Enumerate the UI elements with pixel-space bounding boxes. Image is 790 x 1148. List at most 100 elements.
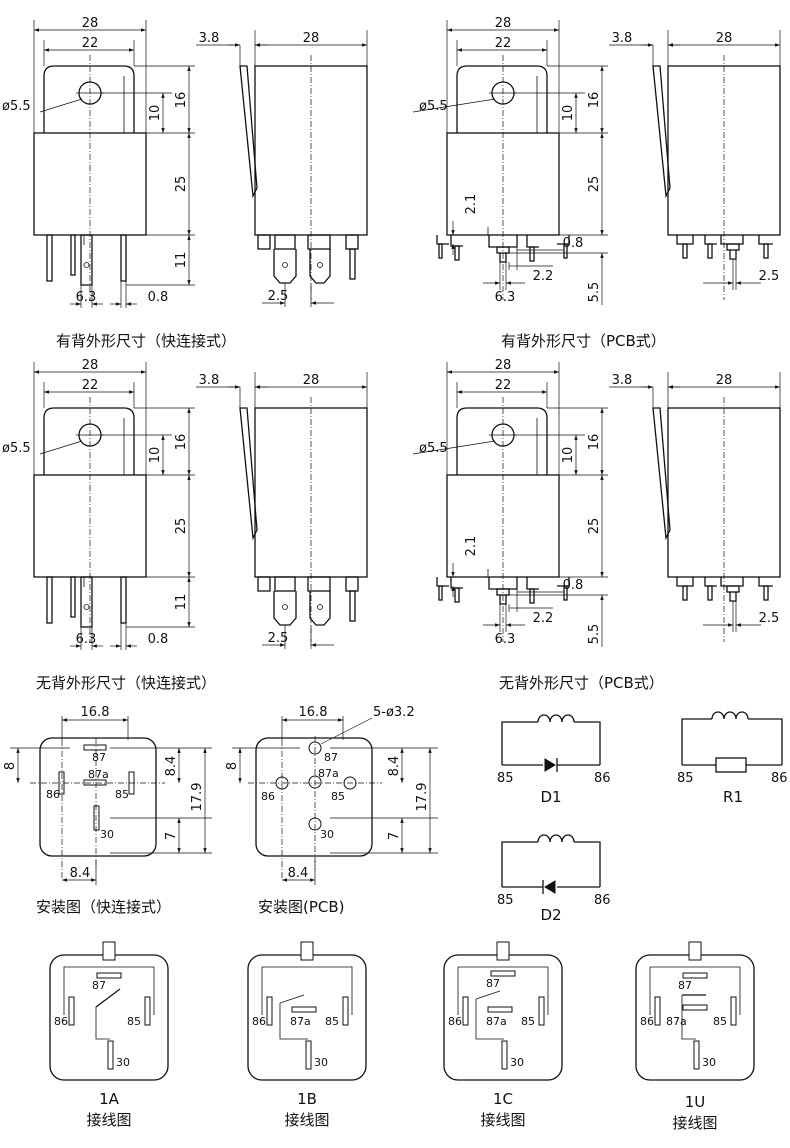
pin-87a: 87a	[486, 1015, 507, 1028]
dim-2-5: 2.5	[759, 611, 780, 626]
coil-circuit-d1: 85 86 D1	[497, 714, 611, 806]
dim-28-side: 28	[716, 31, 733, 46]
pin-85: 85	[331, 790, 345, 803]
pin-87a: 87a	[318, 767, 339, 780]
wiring-code-1b: 1B	[297, 1090, 317, 1108]
dim-25: 25	[587, 176, 602, 193]
dim-0-8: 0.8	[148, 632, 169, 647]
dim-17-9: 17.9	[190, 783, 205, 812]
pin-86: 86	[448, 1015, 462, 1028]
terminal-85: 85	[677, 771, 694, 786]
dim-5-5: 5.5	[587, 282, 602, 303]
dim-22: 22	[495, 378, 512, 393]
dim-17-9: 17.9	[415, 783, 430, 812]
wiring-code-1u: 1U	[685, 1093, 706, 1111]
pin-85: 85	[127, 1015, 141, 1028]
pin-87a: 87a	[290, 1015, 311, 1028]
dim-5-5: 5.5	[587, 624, 602, 645]
dim-28-side: 28	[303, 31, 320, 46]
row2-left-quick-connect: 28 22 ø5.5 16 10 25 11 6.3 0.8 3.8 28 2.…	[2, 358, 367, 692]
install-quick-connect: 16.8 87 87a 86 85 30 8 8.4 17.9 7 8.4 安装…	[3, 705, 212, 916]
pin-87a: 87a	[666, 1015, 687, 1028]
dim-7: 7	[164, 832, 179, 840]
row1-right-pcb: 28 22 ø5.5 16 10 25 5.5 2.1 0.8 2.2 6.3 …	[413, 16, 780, 350]
coil-label-r1: R1	[723, 788, 743, 806]
dim-2-2: 2.2	[533, 269, 554, 284]
dim-28: 28	[495, 358, 512, 373]
dim-28: 28	[82, 358, 99, 373]
pin-85: 85	[713, 1015, 727, 1028]
dim-2-1: 2.1	[464, 194, 479, 215]
dim-16: 16	[174, 434, 189, 451]
dim-0-8: 0.8	[563, 236, 584, 251]
dim-28: 28	[495, 16, 512, 31]
dim-2-5: 2.5	[268, 289, 289, 304]
dim-16: 16	[587, 92, 602, 109]
dim-8: 8	[225, 762, 240, 770]
dim-11: 11	[174, 252, 189, 269]
caption-row1-left: 有背外形尺寸（快连接式）	[56, 332, 236, 350]
pin-30: 30	[116, 1056, 130, 1069]
dim-25: 25	[174, 176, 189, 193]
dim-6-3: 6.3	[76, 632, 97, 647]
dim-8-4-bottom: 8.4	[70, 866, 91, 881]
dim-8: 8	[3, 762, 18, 770]
dim-10: 10	[561, 447, 576, 464]
pin-86: 86	[46, 788, 60, 801]
dim-holes: 5-ø3.2	[373, 705, 415, 720]
pin-85: 85	[115, 788, 129, 801]
pin-30: 30	[320, 828, 334, 841]
dim-6-3: 6.3	[495, 290, 516, 305]
wiring-code-1a: 1A	[99, 1090, 120, 1108]
terminal-86: 86	[771, 771, 788, 786]
dim-16: 16	[174, 92, 189, 109]
caption-install-quick: 安装图（快连接式）	[36, 898, 171, 916]
pin-30: 30	[702, 1056, 716, 1069]
dim-0-8: 0.8	[563, 578, 584, 593]
dim-8-4: 8.4	[164, 756, 179, 777]
pin-30: 30	[314, 1056, 328, 1069]
dim-16-8: 16.8	[299, 705, 328, 720]
pin-85: 85	[521, 1015, 535, 1028]
dim-10: 10	[561, 105, 576, 122]
coil-circuit-r1: 85 86 R1	[677, 711, 788, 806]
dim-16-8: 16.8	[81, 705, 110, 720]
dim-25: 25	[174, 518, 189, 535]
dim-8-4: 8.4	[387, 756, 402, 777]
dim-6-3: 6.3	[76, 290, 97, 305]
dim-25: 25	[587, 518, 602, 535]
row1-left-quick-connect: 28 22 ø5.5 16 10 25 11 6.3 0.8 3.8 28 2.…	[2, 16, 367, 350]
pin-86: 86	[640, 1015, 654, 1028]
wiring-1a: 87 86 85 30 1A 接线图	[49, 941, 169, 1129]
wiring-1u: 87 86 87a 85 30 1U 接线图	[635, 941, 755, 1132]
pin-86: 86	[54, 1015, 68, 1028]
pin-87a: 87a	[88, 768, 109, 781]
dim-6-3: 6.3	[495, 632, 516, 647]
coil-label-d2: D2	[540, 906, 561, 924]
dim-2-1: 2.1	[464, 536, 479, 557]
dim-0-8: 0.8	[148, 290, 169, 305]
caption-row2-right: 无背外形尺寸（PCB式）	[499, 674, 664, 692]
pin-85: 85	[325, 1015, 339, 1028]
dim-10: 10	[148, 105, 163, 122]
dim-16: 16	[587, 434, 602, 451]
coil-circuit-d2: 85 86 D2	[497, 834, 611, 924]
dim-22: 22	[82, 36, 99, 51]
pin-87: 87	[92, 751, 106, 764]
dim-11: 11	[174, 594, 189, 611]
caption-install-pcb: 安装图(PCB)	[258, 898, 345, 916]
wiring-label-1u: 接线图	[672, 1114, 717, 1132]
terminal-85: 85	[497, 771, 514, 786]
pin-86: 86	[252, 1015, 266, 1028]
pin-87: 87	[92, 979, 106, 992]
pin-87: 87	[324, 751, 338, 764]
dim-dia: ø5.5	[2, 441, 31, 456]
dim-3-8: 3.8	[199, 373, 220, 388]
pin-30: 30	[510, 1056, 524, 1069]
pin-86: 86	[261, 790, 275, 803]
wiring-label-1a: 接线图	[86, 1111, 131, 1129]
pin-30: 30	[100, 828, 114, 841]
dim-22: 22	[82, 378, 99, 393]
pin-87: 87	[486, 977, 500, 990]
